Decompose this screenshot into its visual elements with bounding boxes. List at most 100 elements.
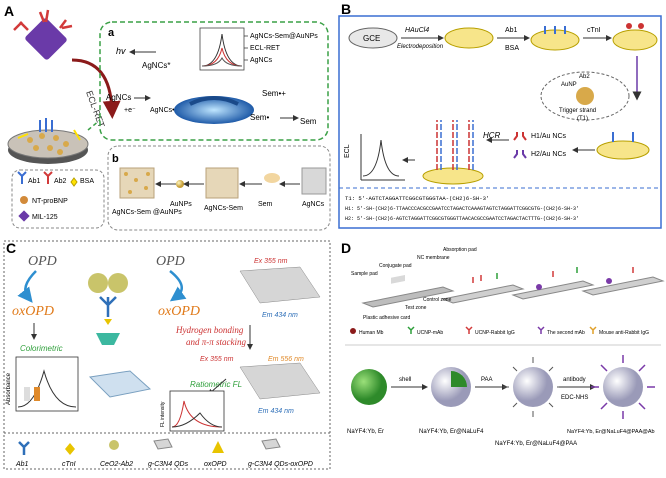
legend-d-1: Human Mb (359, 330, 384, 336)
legend-c-1: Ab1 (15, 461, 29, 468)
ecl-axis-label: ECL (344, 144, 351, 158)
agncs-label: AgNCs (106, 93, 131, 102)
strip-conjugate-pad: Conjugate pad (379, 263, 412, 269)
ceo2-probe (88, 273, 128, 345)
oxopd-right: oxOPD (158, 304, 200, 319)
legend-ntprobnp: NT-proBNP (32, 198, 68, 205)
legend-ab2: Ab2 (54, 178, 67, 185)
product-1: NaYF4:Yb, Er (347, 429, 384, 435)
sub-a-label: a (108, 27, 115, 39)
ecl-axes (360, 134, 405, 181)
em3-label: Em 434 nm (258, 408, 294, 415)
seq-t1: T1: 5'-AGTCTAGGATTCGGCGTGGGTAA-(CH2)6-SH… (345, 195, 489, 202)
ucnp-mab-icon (407, 326, 415, 334)
ab1-legend-icon (18, 441, 30, 455)
gcn-sheet-1 (239, 266, 321, 304)
ab1-step: Ab1 (505, 27, 518, 34)
antibody-particle (591, 355, 655, 419)
panel-b: B GCE HAuCl4 Electrodeposition Ab1 BSA c… (333, 0, 666, 237)
strip-plastic-card: Plastic adhesive card (363, 315, 410, 321)
trigger-label: Trigger strand (559, 108, 596, 114)
panel-b-label: B (341, 1, 351, 17)
paa-particle (503, 357, 563, 417)
sub-b-label: b (112, 153, 119, 165)
product-3: NaYF4:Yb, Er@NaLuF4@PAA (495, 441, 577, 447)
product-2: NaYF4:Yb, Er@NaLuF4 (419, 429, 484, 435)
legend-c-3: CeO2-Ab2 (100, 461, 133, 468)
absorbance-plot (15, 356, 79, 412)
core-shell-particle (431, 367, 471, 407)
human-mb-icon (350, 328, 356, 334)
gce-electrode (348, 27, 398, 49)
h1-icon (513, 132, 527, 141)
seq-h1: H1: 5'-SH-(CH2)6-TTAACCCACGCCGAATCCTAGAC… (345, 206, 579, 212)
oxopd-legend-icon (212, 441, 224, 453)
microplate (88, 370, 152, 398)
electrodeposition-label: Electrodeposition (397, 44, 444, 50)
gcn-legend-icon (153, 438, 173, 450)
synthesis-chain (119, 167, 327, 199)
step-edc-nhs: EDC-NHS (561, 395, 588, 401)
panel-c-figure: C OPD oxOPD OPD oxOPD Colorimetric Absor… (3, 240, 331, 470)
ecl-curves-plot (199, 27, 245, 71)
aunp-probe (540, 71, 630, 121)
ex1-label: Ex 355 nm (254, 258, 288, 265)
legend-bsa: BSA (80, 178, 94, 185)
gold-electrode (444, 27, 494, 49)
panel-d-legend (350, 326, 597, 334)
ecl-peak (362, 139, 400, 177)
synthesis-box (107, 145, 331, 231)
h2-icon (513, 150, 527, 159)
t1-label: (T1) (577, 116, 588, 122)
h1-label: H1/Au NCs (531, 133, 567, 140)
ceo2-legend-icon (109, 440, 119, 450)
ex2-label: Ex 355 nm (200, 356, 234, 363)
curve-label-3: AgNCs (250, 57, 273, 64)
panel-a-label: A (4, 3, 14, 19)
strip-absorption-pad: Absorption pad (443, 247, 477, 253)
legend-c-4: g-C3N4 QDs (148, 461, 189, 468)
chain-2: AuNPs (170, 201, 192, 208)
em2-label: Em 556 nm (268, 356, 304, 363)
step-shell: shell (399, 377, 411, 383)
panel-b-figure: B GCE HAuCl4 Electrodeposition Ab1 BSA c… (338, 1, 662, 229)
product-4: NaYF4:Yb, Er@NaLuF4@PAA@Ab (567, 429, 655, 435)
panel-a: A ECL-RET a (0, 0, 333, 237)
ctni-electrode (612, 29, 658, 51)
em1-label: Em 434 nm (262, 312, 298, 319)
gce-label: GCE (363, 34, 380, 43)
chain-4: Sem (258, 201, 273, 208)
gcn-oxopd-legend-icon (261, 438, 281, 450)
opd-left: OPD (28, 254, 57, 269)
bsa-icon (70, 177, 78, 187)
legend-d-4: The second mAb (547, 330, 585, 336)
panel-d-figure: D Sample pad Conjugate pad NC membrane A… (341, 240, 665, 447)
legend-c-6: g-C3N4 QDs-oxOPD (248, 461, 313, 468)
ecl-ret-arrow (71, 58, 121, 119)
opd-right: OPD (156, 254, 185, 269)
legend-c-2: cTnI (62, 461, 76, 468)
panel-c-label: C (6, 240, 16, 256)
anti-rabbit-icon (589, 326, 597, 334)
colorimetric-label: Colorimetric (20, 344, 63, 353)
strip-sample-pad: Sample pad (351, 271, 378, 277)
plus-e-label: +e⁻ (124, 107, 136, 114)
aunp-label: AuNP (561, 82, 577, 88)
strip-control-zone: Control zone (423, 297, 452, 303)
hcr-electrode (422, 167, 484, 185)
step-paa: PAA (481, 377, 493, 383)
seq-h2: H2: 5'-SH-(CH2)6-AGTCTAGGATTCGGCGTGGGTTA… (345, 216, 579, 222)
legend-c-5: oxOPD (204, 461, 227, 468)
fl-intensity-label: FL intensity (160, 401, 166, 427)
bound-electrode (596, 140, 650, 160)
ab2-label: Ab2 (579, 74, 590, 80)
hcr-label: HCR (483, 131, 501, 140)
ctni-legend-icon (65, 443, 75, 455)
curve-label-1: AgNCs-Sem@AuNPs (250, 33, 318, 40)
ntprobnp-icon (20, 196, 28, 204)
ab1-icon (17, 171, 27, 184)
legend-d-2: UCNP-mAb (417, 330, 443, 336)
oxopd-left: oxOPD (12, 304, 54, 319)
ucnp-rabbit-icon (465, 326, 473, 334)
chain-5: AgNCs (302, 201, 325, 208)
